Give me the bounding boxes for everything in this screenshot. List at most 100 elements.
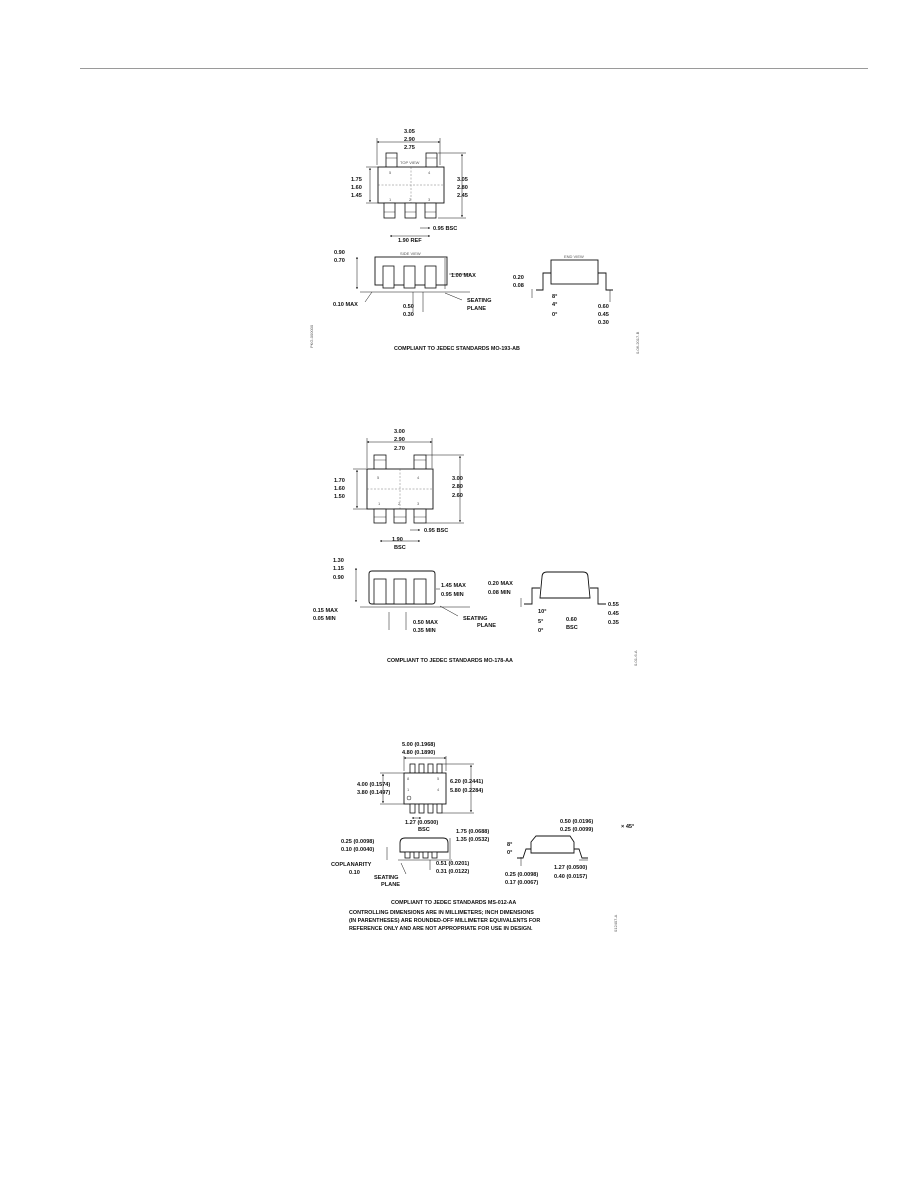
pkg1-lead-t-max: 0.20 (513, 275, 524, 281)
pkg1-lead-w-min: 0.30 (403, 312, 414, 318)
pkg2-foot-r-min: 0.35 (608, 620, 619, 626)
pkg2-foot-r-max: 0.55 (608, 602, 619, 608)
pkg1-span-max: 3.05 (457, 177, 468, 183)
pkg2-pin3: 3 (417, 501, 420, 506)
pkg1-top-view-label: TOP VIEW (400, 160, 420, 165)
pkg2-span-nom: 2.80 (452, 484, 463, 490)
pkg3-height-min: 1.35 (0.0532) (456, 837, 489, 843)
pkg2-lead-t-min: 0.08 MIN (488, 590, 511, 596)
pkg1-ref: 1.90 REF (398, 238, 422, 244)
pkg3-code-right: 012407-A (613, 914, 618, 932)
pkg3-pin5: 5 (437, 776, 440, 781)
pkg2-foot-1: 0.60 (566, 617, 577, 623)
pkg3-chamfer-min: 0.25 (0.0099) (560, 827, 593, 833)
pkg2-side-h-min: 0.90 (333, 575, 344, 581)
pkg2-body-w-max: 1.70 (334, 478, 345, 484)
pkg3-chamfer-x: × 45° (621, 824, 634, 830)
pkg1-foot-min: 0.30 (598, 320, 609, 326)
pkg2-foot-2: BSC (566, 625, 578, 631)
pkg1-top-view: 3.05 2.90 2.75 TOP VIEW 5 4 1 2 3 (351, 129, 468, 244)
pkg1-pin1: 1 (389, 197, 392, 202)
pkg1-end-view-label: END VIEW (564, 254, 584, 259)
pkg3-body-w-min: 3.80 (0.1497) (357, 790, 390, 796)
pkg1-span-min: 2.45 (457, 193, 468, 199)
pkg2-body-w-min: 1.50 (334, 494, 345, 500)
pkg2-span-max: 3.00 (452, 476, 463, 482)
pkg1-pin2: 2 (409, 197, 412, 202)
pkg2-angle-nom: 5° (538, 619, 543, 625)
pkg1-code-left: PKG-000000 (309, 324, 314, 348)
pkg2-width-max: 3.00 (394, 429, 405, 435)
pkg2-side-h-nom: 1.15 (333, 566, 344, 572)
pkg3-width-min: 4.80 (0.1890) (402, 750, 435, 756)
pkg3-note-3: REFERENCE ONLY AND ARE NOT APPROPRIATE F… (349, 926, 533, 932)
pkg2-foot-r-nom: 0.45 (608, 611, 619, 617)
pkg1-body-w-max: 1.75 (351, 177, 362, 183)
pkg2-pin5: 5 (377, 475, 380, 480)
pkg1-standoff: 0.10 MAX (333, 302, 358, 308)
pkg2-pin2: 2 (398, 501, 401, 506)
pkg3-pin4: 4 (437, 787, 440, 792)
pkg1-seating-2: PLANE (467, 306, 486, 312)
pkg3-height-max: 1.75 (0.0688) (456, 829, 489, 835)
pkg3-pin8: 8 (407, 776, 410, 781)
pkg1-side-view-label: SIDE VIEW (400, 251, 421, 256)
pkg1-body-w-min: 1.45 (351, 193, 362, 199)
pkg3-foot-max: 1.27 (0.0500) (554, 865, 587, 871)
pkg1-foot-nom: 0.45 (598, 312, 609, 318)
pkg1-foot-max: 0.60 (598, 304, 609, 310)
header-rule (80, 68, 868, 69)
pkg2-standoff-min: 0.05 MIN (313, 616, 336, 622)
pkg1-angle-max: 8° (552, 294, 557, 300)
pkg3-span-max: 6.20 (0.2441) (450, 779, 483, 785)
pkg1-pin5: 5 (389, 170, 392, 175)
pkg1-lead-w-max: 0.50 (403, 304, 414, 310)
pkg1-width-nom: 2.90 (404, 137, 415, 143)
pkg3-pitch-1: 1.27 (0.0500) (405, 820, 438, 826)
pkg3-body-w-max: 4.00 (0.1574) (357, 782, 390, 788)
pkg2-pitch: 0.95 BSC (424, 528, 448, 534)
pkg3-angle-min: 0° (507, 850, 512, 856)
pkg2-lead-t-max: 0.20 MAX (488, 581, 513, 587)
pkg3-coplanarity-val: 0.10 (349, 870, 360, 876)
pkg3-lead-w-max: 0.51 (0.0201) (436, 861, 469, 867)
pkg1-angle-nom: 4° (552, 302, 557, 308)
pkg3-chamfer-max: 0.50 (0.0196) (560, 819, 593, 825)
pkg2-angle-min: 0° (538, 628, 543, 634)
pkg3-end-view: 0.50 (0.0196) 0.25 (0.0099) × 45° 8° 0° … (505, 819, 634, 886)
pkg2-pin1: 1 (378, 501, 381, 506)
pkg3-lead-t-min: 0.17 (0.0067) (505, 880, 538, 886)
pkg3-seating-2: PLANE (381, 882, 400, 888)
pkg3-note-1: CONTROLLING DIMENSIONS ARE IN MILLIMETER… (349, 910, 534, 916)
pkg2-pin4: 4 (417, 475, 420, 480)
pkg2-seating-2: PLANE (477, 623, 496, 629)
pkg1-angle-min: 0° (552, 312, 557, 318)
pkg1-seating-1: SEATING (467, 298, 491, 304)
pkg2-width-min: 2.70 (394, 446, 405, 452)
pkg3-compliance: COMPLIANT TO JEDEC STANDARDS MS-012-AA (391, 900, 516, 906)
pkg3-pin1: 1 (407, 787, 410, 792)
pkg2-side-h-max: 1.30 (333, 558, 344, 564)
pkg2-width-nom: 2.90 (394, 437, 405, 443)
pkg1-span-nom: 2.80 (457, 185, 468, 191)
pkg3-standoff-min: 0.10 (0.0040) (341, 847, 374, 853)
pkg3-note-2: (IN PARENTHESES) ARE ROUNDED-OFF MILLIME… (349, 918, 540, 924)
pkg3-coplanarity: COPLANARITY (331, 862, 372, 868)
pkg2-span-min: 2.60 (452, 493, 463, 499)
pkg1-compliance: COMPLIANT TO JEDEC STANDARDS MO-193-AB (394, 346, 520, 352)
pkg2-side-view: 1.30 1.15 0.90 1.45 MAX 0.95 MIN 0.15 MA… (313, 558, 496, 634)
pkg2-span-1: 1.90 (392, 537, 403, 543)
pkg2-height-max: 1.45 MAX (441, 583, 466, 589)
pkg1-pitch: 0.95 BSC (433, 226, 457, 232)
pkg2-lead-w-min: 0.35 MIN (413, 628, 436, 634)
pkg3-side-view: 0.25 (0.0098) 0.10 (0.0040) COPLANARITY … (331, 829, 489, 888)
pkg3-span-min: 5.80 (0.2284) (450, 788, 483, 794)
pkg2-end-view: 0.20 MAX 0.08 MIN 10° 5° 0° 0.60 BSC 0.5… (488, 571, 619, 634)
package-2-drawing: 3.00 2.90 2.70 5 4 1 2 3 1.70 1.60 (313, 429, 638, 666)
pkg3-lead-w-min: 0.31 (0.0122) (436, 869, 469, 875)
pkg2-code-right: 0-01-6-A (633, 650, 638, 666)
pkg1-side-view: 0.90 0.70 SIDE VIEW 1.00 MAX 0.10 MAX 0.… (333, 250, 491, 318)
pkg3-standoff-max: 0.25 (0.0098) (341, 839, 374, 845)
pkg1-body-w-nom: 1.60 (351, 185, 362, 191)
